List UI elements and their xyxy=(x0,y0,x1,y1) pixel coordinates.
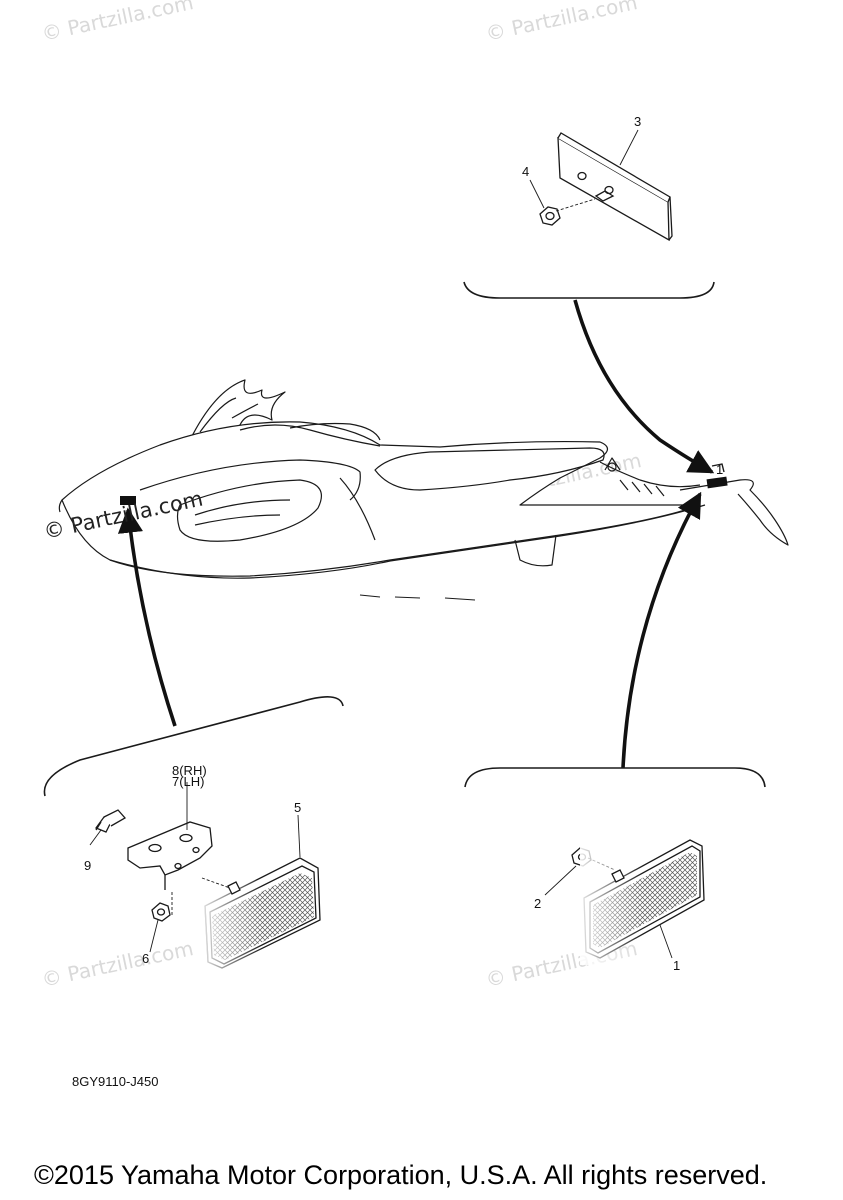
detail-group-bottom-left xyxy=(43,696,344,980)
callout-marker-1: 1 xyxy=(716,462,724,477)
detail-frame-bottom-left xyxy=(43,696,344,797)
callout-6: 6 xyxy=(142,951,150,966)
copyright-notice: ©2015 Yamaha Motor Corporation, U.S.A. A… xyxy=(34,1160,768,1190)
arrow-to-rear-top xyxy=(573,299,715,474)
detail-group-bottom-right xyxy=(464,767,766,965)
callout-7: 7(LH) xyxy=(172,774,205,789)
leader-3 xyxy=(619,129,639,166)
snowmobile-body xyxy=(58,379,789,601)
callout-2: 2 xyxy=(534,896,542,911)
nut-part-6 xyxy=(149,892,173,953)
callout-9: 9 xyxy=(84,858,92,873)
arrow-to-front xyxy=(117,507,177,727)
reflector-part-5 xyxy=(200,814,340,980)
detail-group-top xyxy=(463,129,715,299)
callout-3: 3 xyxy=(634,114,642,129)
rivet-part-9 xyxy=(89,809,127,846)
arrow-to-rear-side xyxy=(621,491,702,769)
detail-frame-bottom-right xyxy=(464,767,766,788)
front-reflector-location xyxy=(120,496,136,505)
bracket-part-7-8 xyxy=(127,782,213,890)
rear-reflector-location xyxy=(706,476,728,489)
connector-arrows xyxy=(117,299,715,769)
callout-1: 1 xyxy=(673,958,681,973)
nut-part-4 xyxy=(539,198,596,226)
license-plate-part-3 xyxy=(557,132,673,242)
leader-4 xyxy=(529,179,545,209)
detail-frame-top xyxy=(463,281,715,299)
callout-4: 4 xyxy=(522,164,530,179)
callout-5: 5 xyxy=(294,800,302,815)
reflector-part-1 xyxy=(580,835,720,965)
callout-8: 8(RH) xyxy=(172,763,207,778)
diagram-code: 8GY9110-J450 xyxy=(72,1074,159,1089)
